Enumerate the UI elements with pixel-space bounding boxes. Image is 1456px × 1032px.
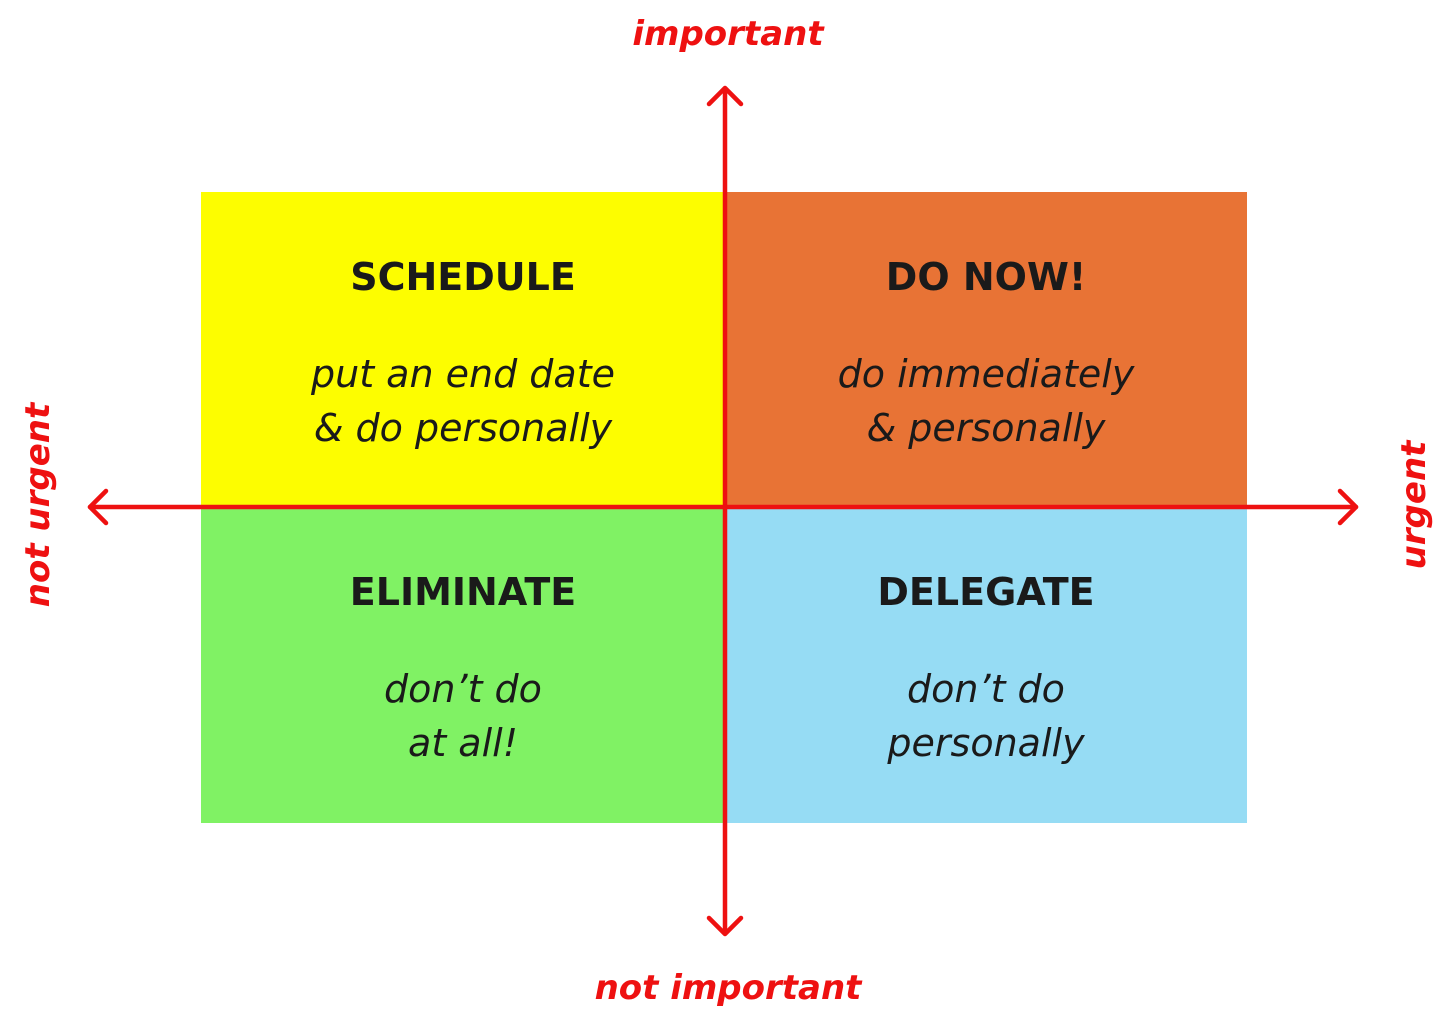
axis-label-urgent: urgent <box>1394 440 1434 570</box>
quadrant-title: DO NOW! <box>885 255 1087 299</box>
quadrant-title: DELEGATE <box>877 570 1095 614</box>
axis-label-important: important <box>632 14 824 54</box>
arrow-up-icon <box>706 85 744 107</box>
arrow-down-icon <box>706 915 744 937</box>
quadrant-eliminate: ELIMINATE don’t do at all! <box>201 507 725 823</box>
quadrant-schedule: SCHEDULE put an end date & do personally <box>201 192 725 507</box>
quadrant-do-now: DO NOW! do immediately & personally <box>725 192 1247 507</box>
quadrant-description-line: at all! <box>408 721 518 765</box>
arrow-right-icon <box>1337 488 1359 526</box>
quadrant-description-line: & personally <box>866 406 1106 450</box>
quadrant-title: ELIMINATE <box>349 570 577 614</box>
arrow-left-icon <box>87 488 109 526</box>
quadrant-delegate: DELEGATE don’t do personally <box>725 507 1247 823</box>
quadrant-description-line: personally <box>887 721 1085 765</box>
axis-label-not-urgent: not urgent <box>18 402 58 608</box>
quadrant-description-line: put an end date <box>311 352 615 396</box>
quadrant-description-line: don’t do <box>384 667 542 711</box>
quadrant-description-line: & do personally <box>313 406 613 450</box>
quadrant-description: put an end date & do personally <box>201 347 725 455</box>
quadrant-description: don’t do at all! <box>201 662 725 770</box>
quadrant-description-line: don’t do <box>907 667 1065 711</box>
quadrant-description-line: do immediately <box>837 352 1135 396</box>
quadrant-title: SCHEDULE <box>350 255 576 299</box>
quadrant-description: do immediately & personally <box>725 347 1247 455</box>
quadrant-description: don’t do personally <box>725 662 1247 770</box>
axis-label-not-important: not important <box>594 968 862 1008</box>
